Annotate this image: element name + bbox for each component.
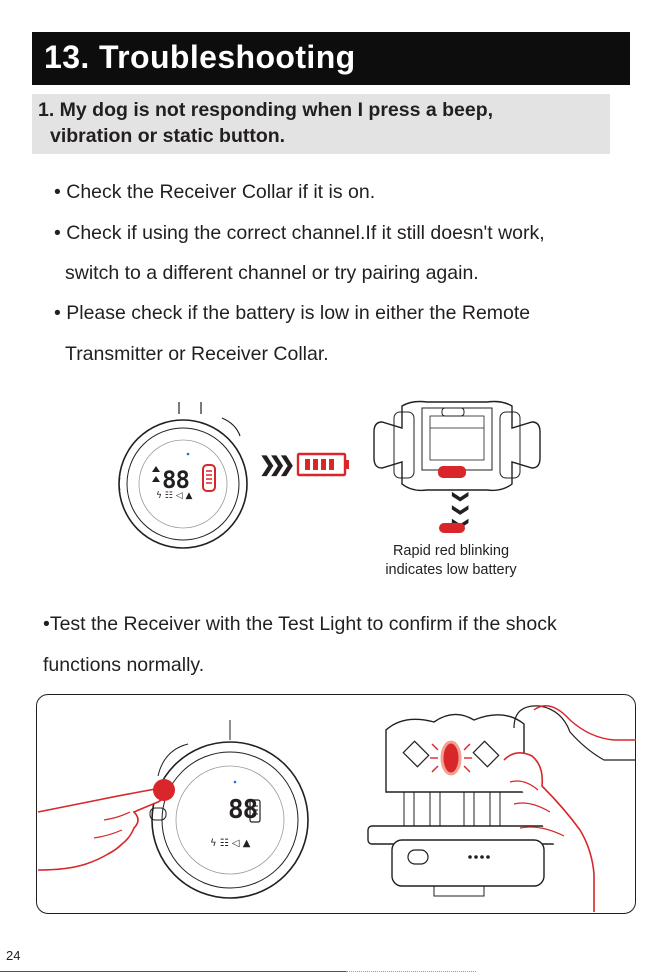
bullet-check-battery-line-2: Transmitter or Receiver Collar. [65, 343, 329, 365]
test-light-illustration-frame [36, 694, 636, 914]
collar-led [438, 466, 466, 478]
page-number: 24 [6, 948, 21, 963]
section-title: 13. Troubleshooting [44, 39, 356, 75]
down-arrows-icon: ❯❯❯ [452, 490, 469, 531]
question-heading: 1. My dog is not responding when I press… [32, 94, 610, 154]
test-light-note-line-1: •Test the Receiver with the Test Light t… [43, 613, 557, 635]
collar-with-test-light-illustration [367, 705, 636, 912]
bullet-check-channel-line-2: switch to a different channel or try pai… [65, 262, 479, 284]
led-caption-line-1: Rapid red blinking [392, 543, 510, 559]
led-caption-line-2: indicates low battery [385, 562, 517, 578]
svg-text:ϟ ☷ ◁ ▲: ϟ ☷ ◁ ▲ [156, 491, 193, 501]
remote-display-icons: ϟ ☷ ◁ ▲ [152, 464, 216, 501]
beep-icon [152, 466, 160, 472]
pressed-button-icon [153, 779, 175, 801]
footer-rule [0, 971, 346, 972]
svg-text:ϟ ☷ ◁ ▲: ϟ ☷ ◁ ▲ [210, 838, 251, 849]
remote-display-digits: 88 [162, 466, 190, 494]
question-heading-line-1: 1. My dog is not responding when I press… [38, 99, 494, 121]
question-heading-line-2: vibration or static button. [50, 125, 286, 147]
vibration-icon [152, 476, 160, 482]
remote-transmitter-illustration [118, 402, 248, 549]
remote-display-digits-2: 88 [228, 795, 258, 825]
receiver-collar-illustration [373, 400, 541, 492]
section-title-bar: 13. Troubleshooting [32, 32, 630, 85]
test-light-note-line-2: functions normally. [43, 654, 205, 676]
bullet-check-battery-line-1: • Please check if the battery is low in … [54, 302, 531, 324]
blinking-led-indicator [439, 523, 465, 533]
battery-indicator-icon [202, 464, 216, 492]
bullet-check-channel-line-1: • Check if using the correct channel.If … [54, 222, 545, 244]
right-arrows-icon: ❯❯❯ [259, 454, 295, 476]
footer-dotted-rule [346, 971, 476, 973]
remote-with-finger-illustration: ϟ ☷ ◁ ▲ [37, 720, 309, 899]
bullet-check-collar-on: • Check the Receiver Collar if it is on. [54, 181, 376, 203]
low-battery-icon [296, 452, 349, 477]
